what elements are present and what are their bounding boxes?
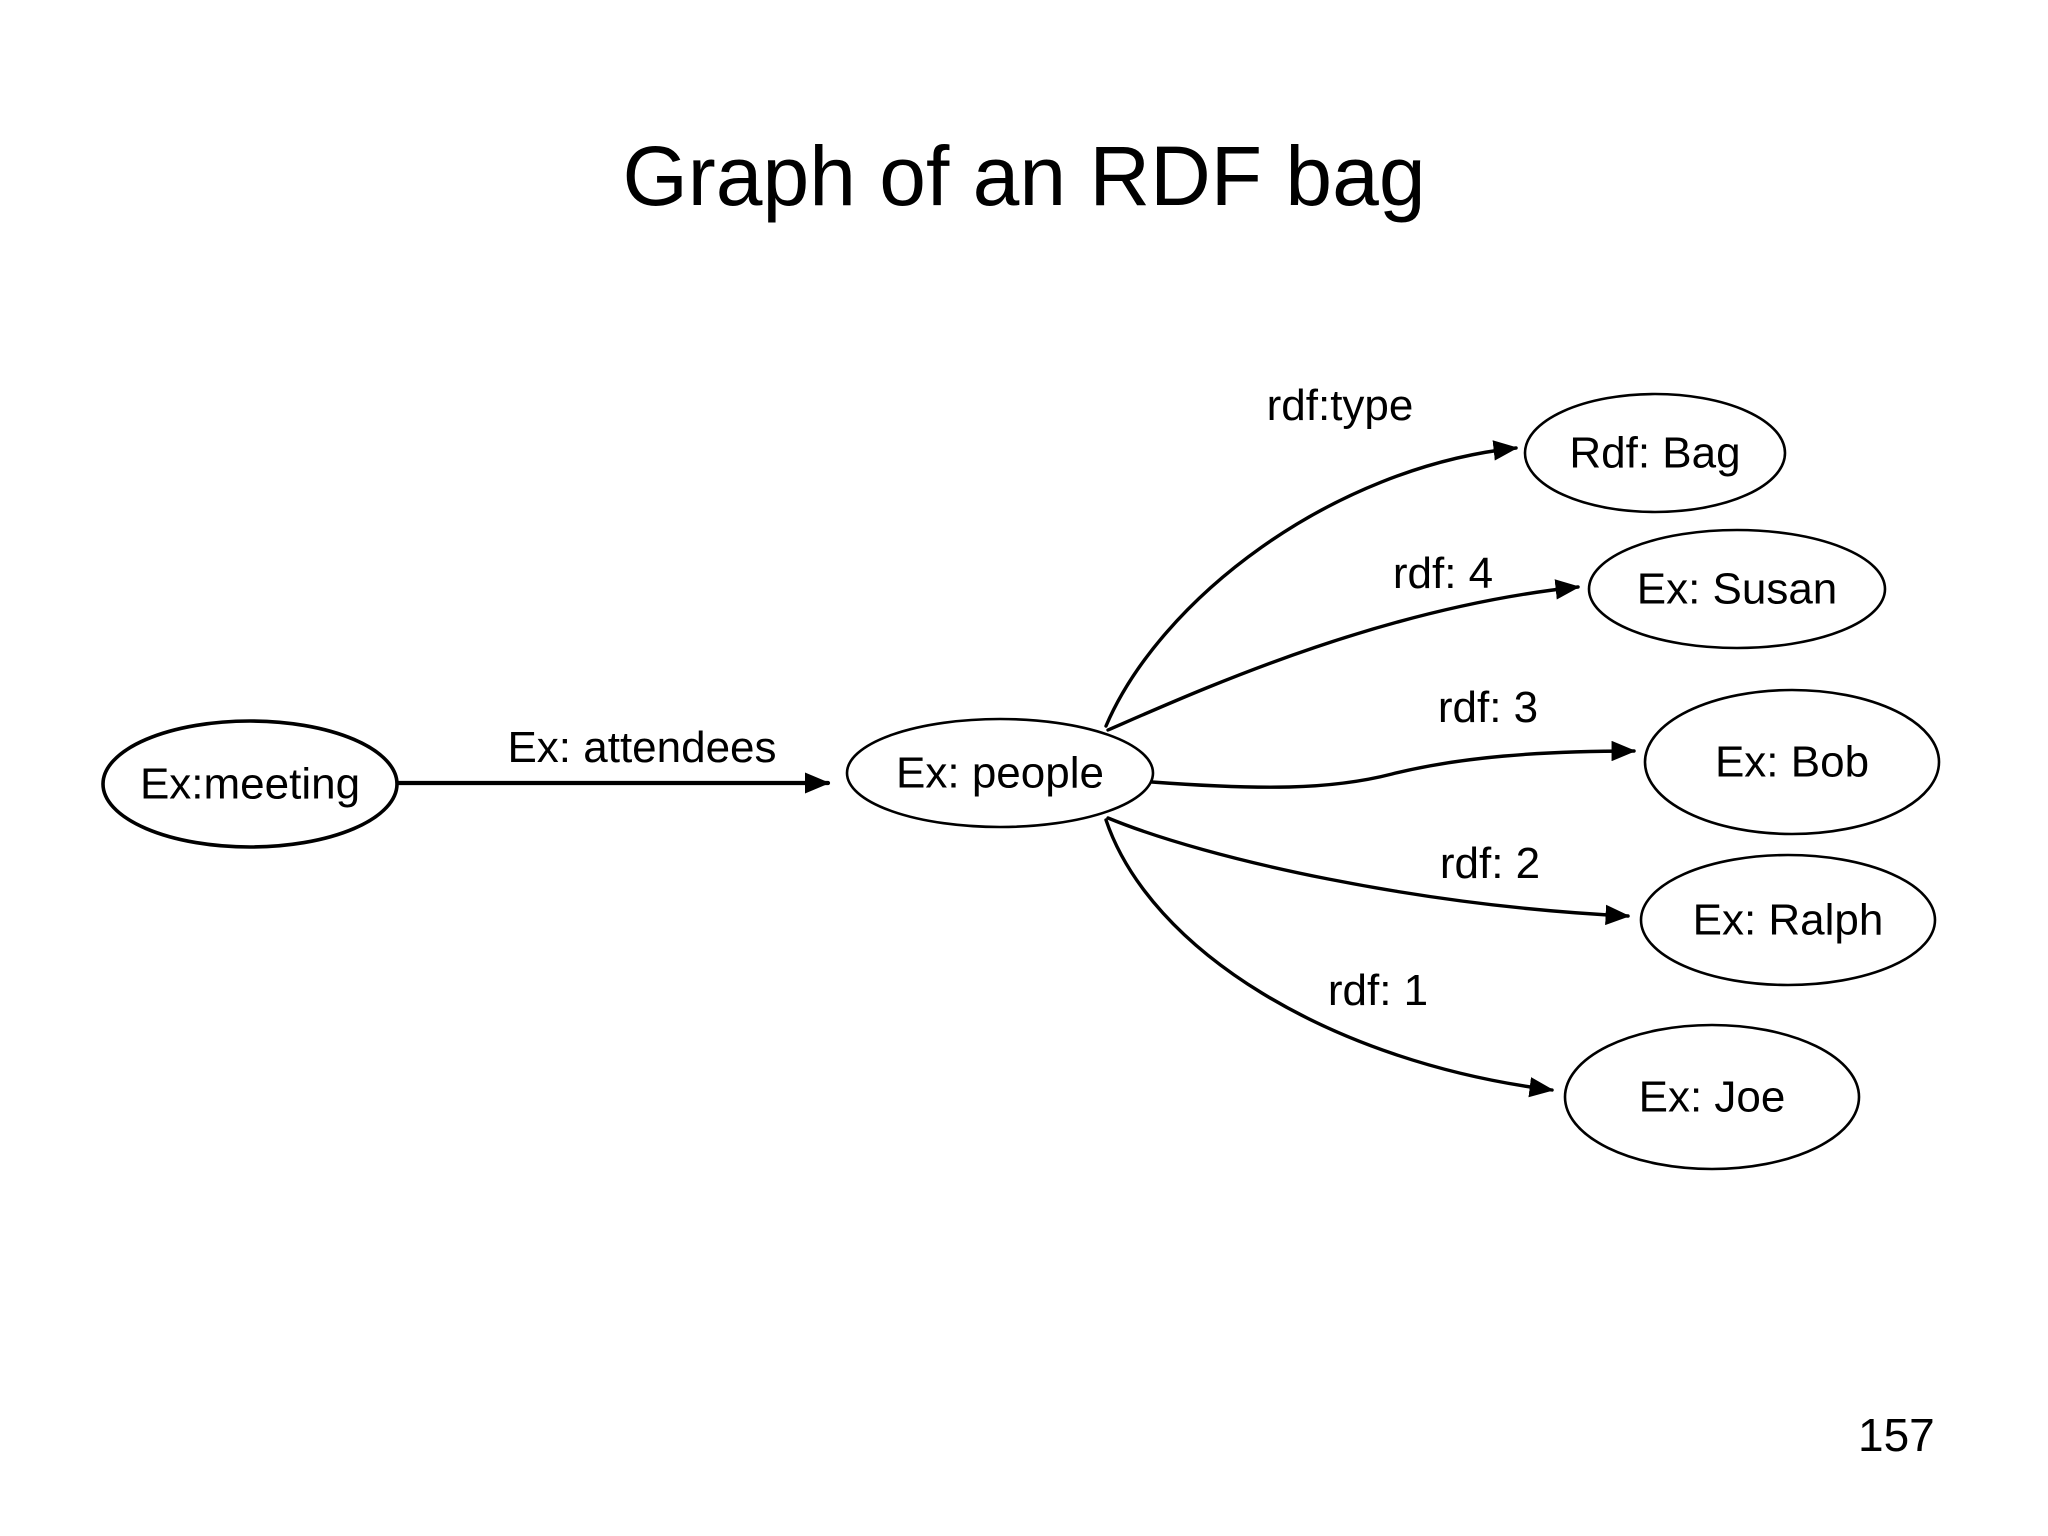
node-label-ex-joe: Ex: Joe <box>1639 1073 1786 1122</box>
node-ellipse-ex-bob <box>1643 688 1941 836</box>
node-ellipse-rdf-bag <box>1523 392 1787 514</box>
edge-rdf-1-curve <box>1104 818 1555 1098</box>
edge-label-rdf-2: rdf: 2 <box>1440 839 1540 888</box>
node-ex-susan[interactable]: Ex: Susan <box>1587 528 1887 650</box>
edge-group-rdf-2: rdf: 2 <box>1106 816 1631 926</box>
edge-label-rdf-type: rdf:type <box>1267 381 1414 430</box>
edge-rdf-3-curve <box>1150 740 1637 789</box>
node-ex-meeting[interactable]: Ex:meeting <box>101 719 399 849</box>
node-ellipse-ex-people <box>845 717 1155 829</box>
node-label-ex-bob: Ex: Bob <box>1715 738 1869 787</box>
edge-group-rdf-4: rdf: 4 <box>1106 549 1581 732</box>
edge-label-rdf-1: rdf: 1 <box>1328 966 1428 1015</box>
node-rdf-bag[interactable]: Rdf: Bag <box>1523 392 1787 514</box>
node-ex-bob[interactable]: Ex: Bob <box>1643 688 1941 836</box>
edge-group-rdf-3: rdf: 3 <box>1150 683 1637 789</box>
page-title: Graph of an RDF bag <box>622 129 1426 223</box>
node-label-ex-ralph: Ex: Ralph <box>1693 896 1884 945</box>
edge-label-rdf-4: rdf: 4 <box>1393 549 1493 598</box>
edge-label-attendees: Ex: attendees <box>507 723 776 772</box>
node-label-ex-meeting: Ex:meeting <box>140 760 360 809</box>
node-ellipse-ex-joe <box>1563 1023 1861 1171</box>
edge-group-rdf-1: rdf: 1 <box>1104 818 1555 1098</box>
page-number: 157 <box>1858 1409 1935 1461</box>
node-ellipse-ex-ralph <box>1639 853 1937 987</box>
edge-rdf-type-curve <box>1104 440 1519 728</box>
node-label-ex-people: Ex: people <box>896 749 1104 798</box>
node-label-ex-susan: Ex: Susan <box>1637 565 1838 614</box>
node-ex-ralph[interactable]: Ex: Ralph <box>1639 853 1937 987</box>
node-ellipse-ex-meeting <box>101 719 399 849</box>
edge-label-rdf-3: rdf: 3 <box>1438 683 1538 732</box>
edge-rdf-2-curve <box>1106 816 1631 926</box>
node-ex-joe[interactable]: Ex: Joe <box>1563 1023 1861 1171</box>
edge-group-attendees: Ex: attendees <box>395 723 831 794</box>
node-ellipse-ex-susan <box>1587 528 1887 650</box>
node-label-rdf-bag: Rdf: Bag <box>1569 429 1740 478</box>
node-ex-people[interactable]: Ex: people <box>845 717 1155 829</box>
edge-rdf-4-curve <box>1106 579 1581 732</box>
edge-group-rdf-type: rdf:type <box>1104 381 1519 728</box>
